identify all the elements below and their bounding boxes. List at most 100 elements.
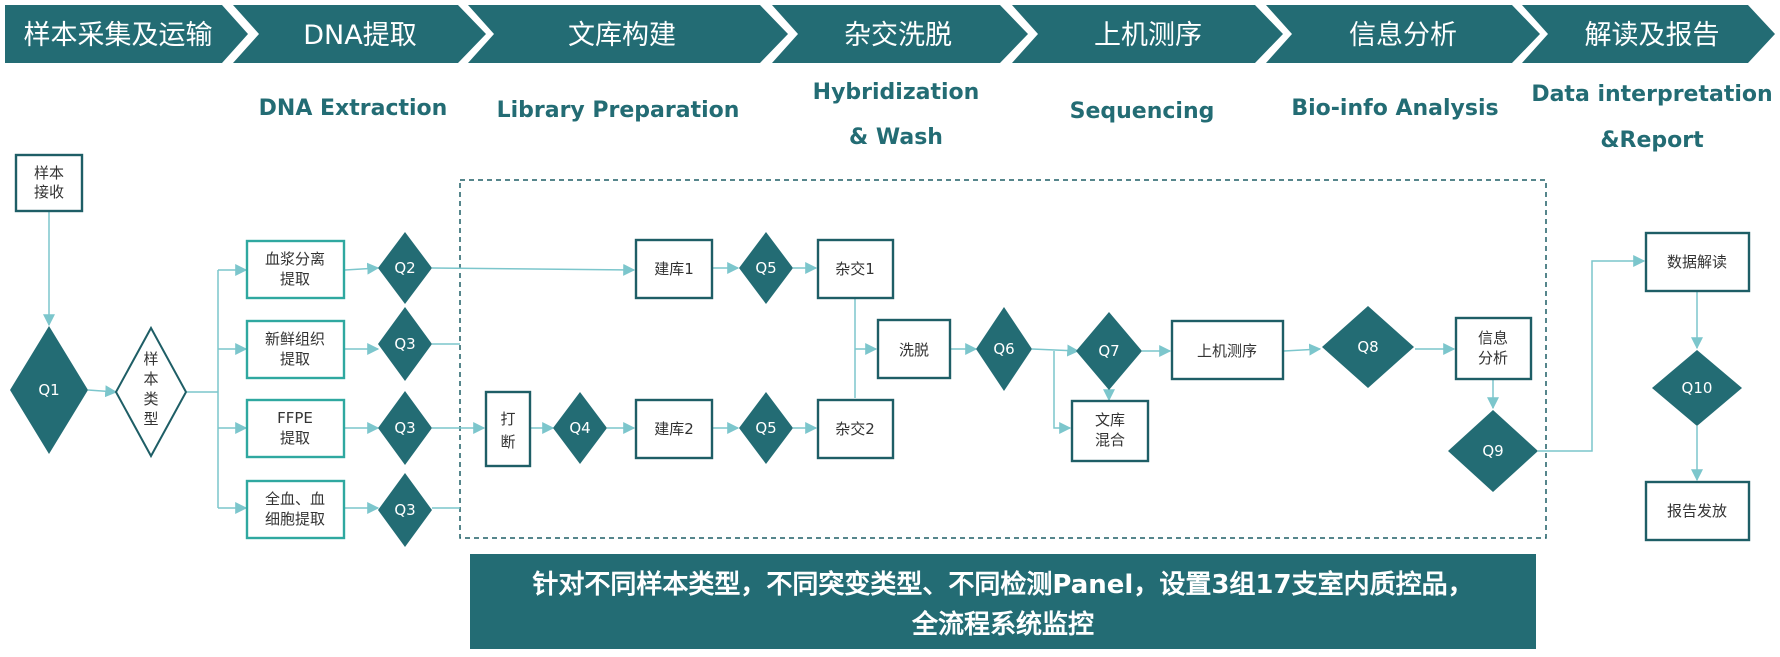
subtitle-bioinfo: Bio-info Analysis (1291, 96, 1498, 121)
box-data-interpretation: 数据解读 (1644, 231, 1751, 293)
svg-text:接收: 接收 (34, 183, 64, 201)
qc-checkpoints: Q1 Q2 Q3 Q3 Q3 Q4 (10, 232, 1742, 547)
svg-text:型: 型 (143, 410, 158, 428)
edge-q2-lib1 (431, 263, 636, 276)
svg-text:提取: 提取 (280, 429, 310, 447)
svg-text:断: 断 (500, 433, 515, 451)
stage-label-5: 信息分析 (1349, 20, 1457, 51)
box-fresh-tissue-extraction: 新鲜组织 提取 (245, 319, 346, 380)
box-report-issue: 报告发放 (1644, 480, 1751, 542)
stage-label-2: 文库构建 (568, 20, 676, 51)
edge-q6-q7 (1031, 344, 1080, 357)
svg-text:新鲜组织: 新鲜组织 (265, 330, 325, 348)
svg-text:样: 样 (143, 350, 158, 368)
stage-subtitles: DNA Extraction Library Preparation Hybri… (259, 80, 1773, 153)
svg-text:全血、血: 全血、血 (265, 490, 325, 508)
box-whole-blood-extraction: 全血、血 细胞提取 (245, 479, 346, 540)
stage-banner: 样本采集及运输 DNA提取 文库构建 杂交洗脱 上机测序 信息分析 解读及报告 (5, 5, 1775, 63)
svg-text:分析: 分析 (1478, 349, 1508, 367)
svg-text:Q3: Q3 (394, 419, 415, 437)
qc-diamond-q6: Q6 (976, 307, 1032, 391)
qc-diamond-q3-fresh: Q3 (378, 307, 432, 381)
stage-label-3: 杂交洗脱 (844, 20, 952, 51)
stage-label-6: 解读及报告 (1585, 20, 1720, 51)
svg-text:杂交2: 杂交2 (835, 420, 875, 438)
svg-text:数据解读: 数据解读 (1667, 253, 1727, 271)
box-sample-receive: 样本 接收 (14, 153, 84, 213)
svg-text:血浆分离: 血浆分离 (265, 250, 325, 268)
subtitle-library-prep: Library Preparation (497, 98, 740, 123)
stage-arrow-6 (1522, 5, 1775, 63)
stage-arrow-5 (1266, 5, 1540, 63)
subtitle-sequencing: Sequencing (1070, 99, 1215, 124)
qc-diamond-q7: Q7 (1076, 312, 1142, 390)
box-wash: 洗脱 (876, 318, 952, 380)
svg-text:Q9: Q9 (1482, 442, 1503, 460)
edge-to-pool (1053, 351, 1072, 434)
process-boxes: 样本 接收 血浆分离 提取 新鲜组织 提取 FFPE 提取 全血、血 细 (14, 153, 1751, 542)
svg-text:Q4: Q4 (569, 419, 590, 437)
svg-text:信息: 信息 (1478, 329, 1508, 347)
qc-diamond-q5-upper: Q5 (739, 232, 793, 304)
svg-text:杂交1: 杂交1 (835, 260, 875, 278)
svg-text:文库: 文库 (1095, 411, 1125, 429)
svg-text:上机测序: 上机测序 (1197, 342, 1257, 360)
qc-diamond-q1: Q1 (10, 326, 88, 454)
qc-diamond-q10: Q10 (1652, 350, 1742, 426)
subtitle-report: &Report (1600, 128, 1704, 153)
edge-q9-interpret (1538, 255, 1646, 452)
stage-label-4: 上机测序 (1094, 20, 1202, 51)
subtitle-dna-extraction: DNA Extraction (259, 96, 448, 121)
subtitle-hybridization: Hybridization (813, 80, 980, 105)
stage-arrow-0 (5, 5, 248, 63)
svg-text:打: 打 (500, 410, 515, 428)
svg-text:Q10: Q10 (1682, 379, 1713, 397)
box-library-1: 建库1 (634, 238, 714, 300)
qc-diamond-q4: Q4 (553, 392, 607, 464)
stage-arrow-2 (468, 5, 788, 63)
stage-label-1: DNA提取 (303, 20, 416, 51)
stage-arrow-4 (1012, 5, 1283, 63)
box-hybridization-1: 杂交1 (816, 238, 895, 300)
svg-text:Q5: Q5 (755, 259, 776, 277)
stage-label-0: 样本采集及运输 (24, 20, 213, 51)
box-fragmentation: 打 断 (484, 390, 532, 468)
summary-line-1: 针对不同样本类型，不同突变类型、不同检测Panel，设置3组17支室内质控品， (532, 569, 1473, 600)
box-plasma-extraction: 血浆分离 提取 (245, 239, 346, 300)
box-ffpe-extraction: FFPE 提取 (245, 398, 346, 459)
svg-text:样本: 样本 (34, 164, 64, 182)
qc-diamond-q5-lower: Q5 (739, 392, 793, 464)
box-hybridization-2: 杂交2 (816, 398, 895, 460)
svg-text:类: 类 (143, 390, 158, 408)
svg-text:洗脱: 洗脱 (899, 341, 929, 359)
edge-seq-q8 (1283, 343, 1322, 356)
summary-banner: 针对不同样本类型，不同突变类型、不同检测Panel，设置3组17支室内质控品， … (470, 554, 1536, 649)
sample-type-decision: 样 本 类 型 (114, 325, 188, 459)
svg-text:建库1: 建库1 (654, 260, 694, 278)
svg-text:混合: 混合 (1095, 431, 1125, 449)
svg-text:Q6: Q6 (993, 340, 1014, 358)
edge-plasma-q2 (344, 262, 380, 275)
stage-arrow-1 (233, 5, 486, 63)
svg-text:Q1: Q1 (38, 381, 59, 399)
svg-text:Q7: Q7 (1098, 342, 1119, 360)
connectors (43, 212, 1703, 514)
svg-text:FFPE: FFPE (277, 409, 313, 427)
stage-arrow-3 (772, 5, 1028, 63)
edge-q1-type (87, 385, 118, 398)
svg-text:报告发放: 报告发放 (1667, 502, 1727, 520)
svg-text:Q3: Q3 (394, 501, 415, 519)
qc-diamond-q9: Q9 (1448, 410, 1538, 492)
svg-text:本: 本 (143, 370, 158, 388)
box-bioinfo-analysis: 信息 分析 (1454, 316, 1533, 381)
qc-diamond-q3-blood: Q3 (378, 473, 432, 547)
svg-text:提取: 提取 (280, 350, 310, 368)
svg-text:建库2: 建库2 (654, 420, 694, 438)
qc-diamond-q8: Q8 (1322, 306, 1414, 388)
box-sequencing: 上机测序 (1170, 319, 1285, 381)
box-library-2: 建库2 (634, 398, 714, 460)
box-library-pooling: 文库 混合 (1070, 399, 1150, 463)
svg-text:细胞提取: 细胞提取 (265, 510, 325, 528)
